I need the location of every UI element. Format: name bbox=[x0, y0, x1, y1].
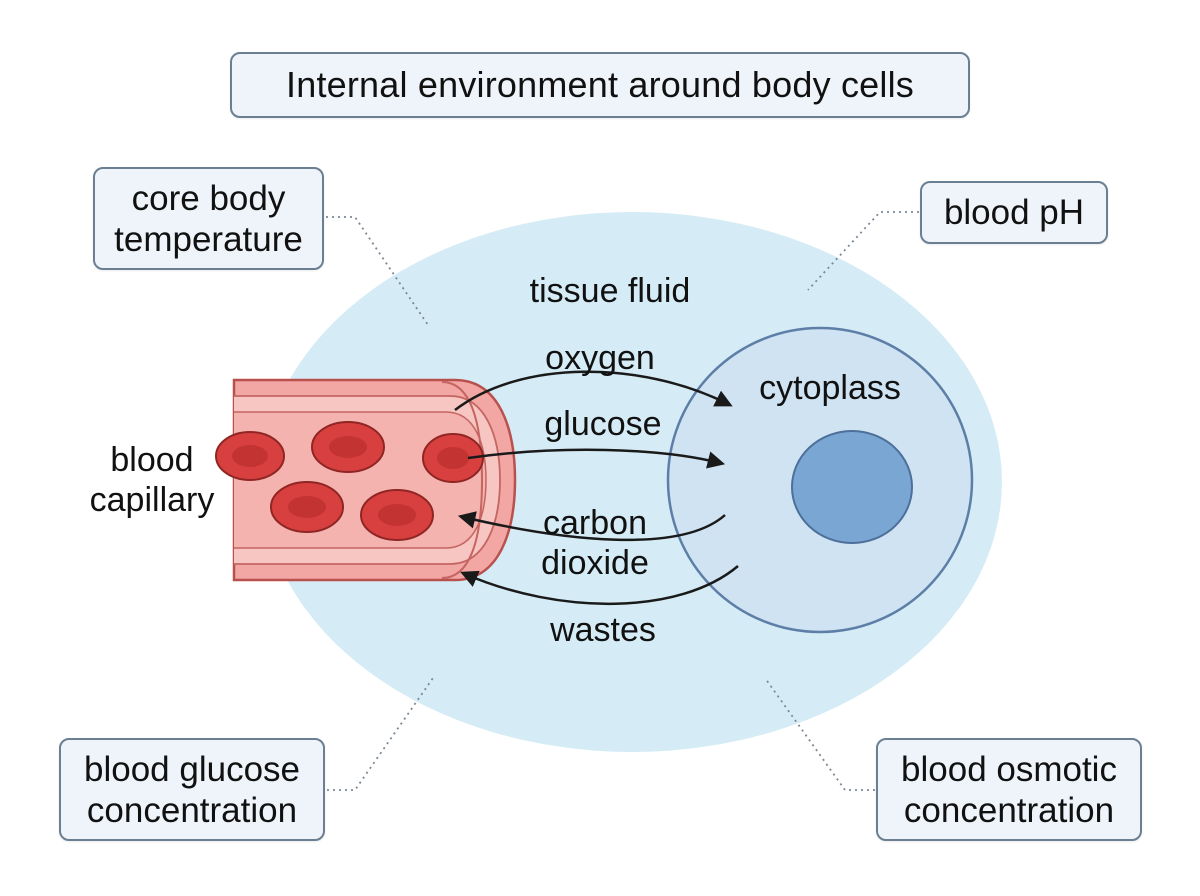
diagram-title: Internal environment around body cells bbox=[230, 52, 970, 118]
exchange-arrows bbox=[454, 370, 739, 605]
capillary-rim bbox=[441, 381, 484, 579]
red-blood-cell bbox=[215, 431, 285, 481]
carbon-dioxide-arrow bbox=[457, 511, 726, 542]
blood-capillary bbox=[215, 378, 517, 582]
cytoplasm-label: cytoplass bbox=[759, 369, 901, 407]
blood-capillary-label: blood capillary bbox=[62, 440, 242, 520]
red-blood-cell bbox=[422, 433, 484, 483]
glucose-label: glucose bbox=[544, 405, 662, 443]
red-blood-cell bbox=[270, 481, 344, 533]
red-blood-cell bbox=[311, 421, 385, 473]
label-glucose-line-2: concentration bbox=[86, 790, 298, 830]
label-core-line-2: temperature bbox=[114, 219, 303, 259]
carbon-dioxide-label: carbon dioxide bbox=[515, 503, 675, 583]
label-blood-osmotic-concentration: blood osmotic concentration bbox=[876, 738, 1142, 841]
label-blood-ph: blood pH bbox=[920, 181, 1108, 244]
label-glucose-line-1: blood glucose bbox=[84, 749, 300, 789]
tissue-fluid-label: tissue fluid bbox=[529, 272, 691, 310]
body-cell bbox=[666, 326, 974, 634]
label-blood-ph-text: blood pH bbox=[943, 193, 1085, 232]
leader-core-temperature bbox=[326, 216, 429, 326]
label-core-line-1: core body bbox=[131, 178, 286, 218]
carbon-dioxide-line-2: dioxide bbox=[541, 544, 649, 582]
label-blood-glucose-concentration: blood glucose concentration bbox=[59, 738, 325, 841]
label-core-body-temperature: core body temperature bbox=[93, 167, 324, 270]
leader-blood-ph bbox=[807, 211, 919, 291]
red-blood-cells bbox=[215, 421, 484, 541]
label-osmotic-line-1: blood osmotic bbox=[901, 749, 1117, 789]
nucleus bbox=[791, 430, 913, 544]
label-osmotic-line-2: concentration bbox=[903, 790, 1115, 830]
leader-lines bbox=[326, 211, 919, 791]
leader-osmotic bbox=[764, 677, 875, 791]
oxygen-label: oxygen bbox=[545, 339, 655, 377]
wastes-arrow bbox=[460, 565, 739, 605]
oxygen-arrow bbox=[454, 370, 733, 411]
wastes-label: wastes bbox=[550, 611, 656, 649]
carbon-dioxide-line-1: carbon bbox=[543, 504, 647, 542]
red-blood-cell bbox=[360, 489, 434, 541]
glucose-arrow bbox=[467, 448, 726, 469]
blood-capillary-line-2: capillary bbox=[89, 481, 215, 519]
blood-capillary-line-1: blood bbox=[110, 441, 194, 479]
